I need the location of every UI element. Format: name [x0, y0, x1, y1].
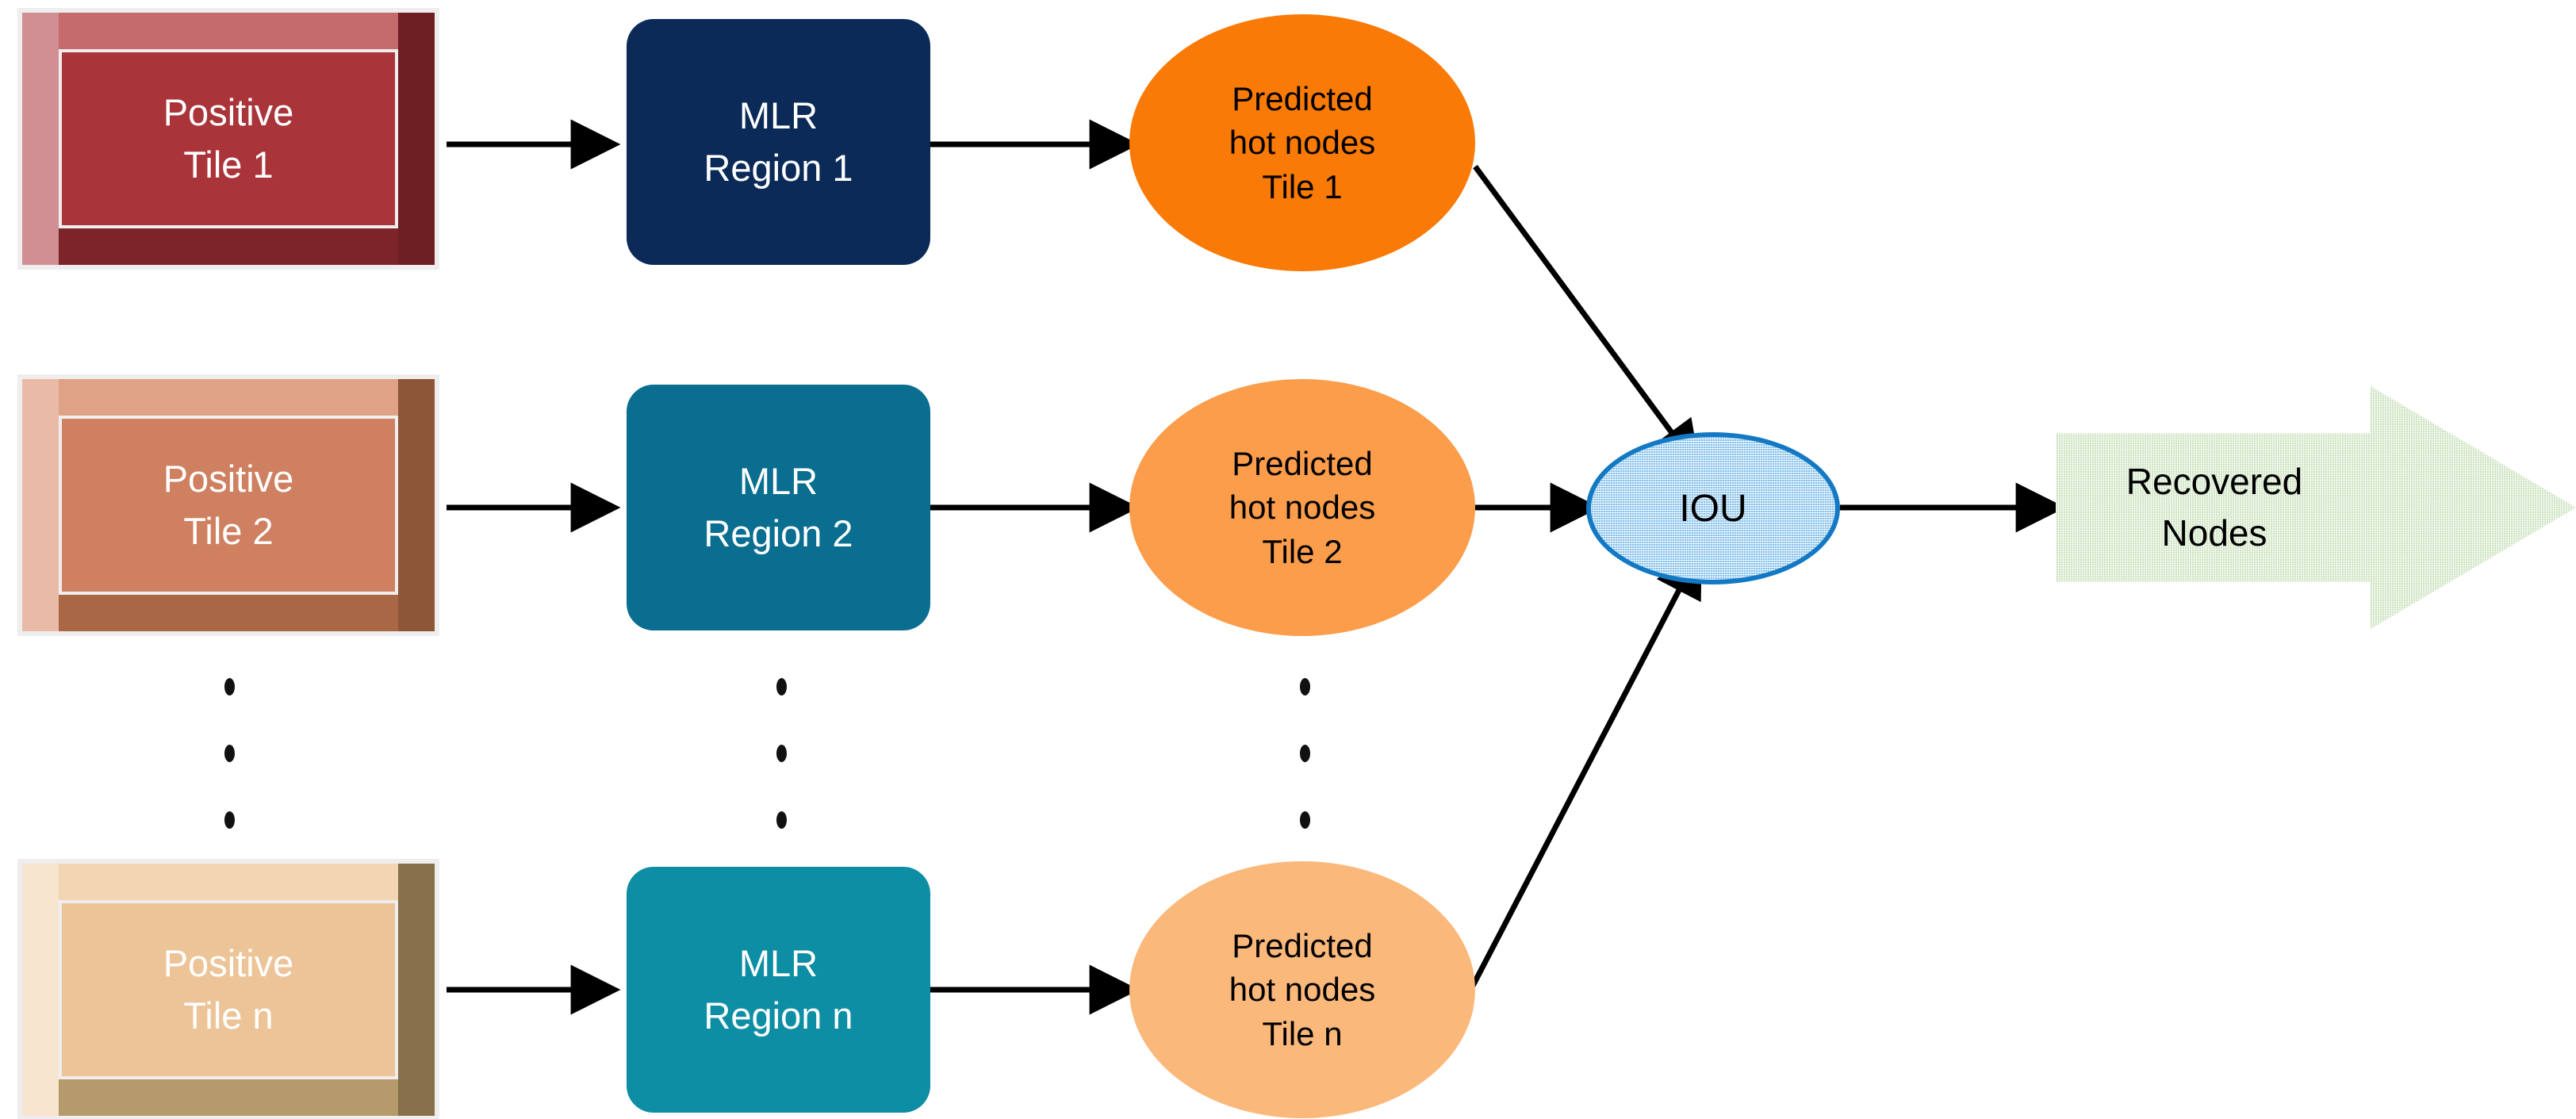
mlr-region-n[interactable]: MLR Region n: [627, 867, 930, 1113]
tile-1-label-line2: Tile 1: [183, 144, 274, 186]
tile-n-bevel-top: [22, 864, 435, 900]
tile-2-label-line2: Tile 2: [183, 510, 274, 552]
predicted-hot-nodes-tile-n[interactable]: Predicted hot nodes Tile n: [1129, 861, 1475, 1118]
ellipse-2-label-line3: Tile 2: [1262, 532, 1343, 570]
ellipsis-dot: [776, 678, 787, 696]
tile-2-bevel-right: [398, 379, 435, 631]
tile-1-bevel-bottom: [22, 228, 435, 265]
tile-n-bevel-right: [398, 864, 435, 1116]
tile-n-bevel-left: [22, 864, 59, 1116]
predicted-hot-nodes-tile-1[interactable]: Predicted hot nodes Tile 1: [1129, 14, 1475, 271]
mlr-n-label-line1: MLR: [738, 942, 818, 985]
ellipse-1-label-line1: Predicted: [1232, 79, 1373, 117]
tile-n-face: Positive Tile n: [62, 903, 395, 1076]
ellipse-1-label-line3: Tile 1: [1262, 167, 1343, 205]
ellipsis-dots-column-mlr: [771, 678, 792, 829]
tile-2-bevel-top: [22, 379, 435, 416]
ellipse-2-label-line2: hot nodes: [1229, 489, 1376, 527]
ellipse-2-label-line1: Predicted: [1232, 444, 1373, 482]
positive-tile-2[interactable]: Positive Tile 2: [17, 374, 439, 636]
tile-2-face: Positive Tile 2: [62, 419, 395, 592]
ellipsis-dot: [224, 745, 235, 762]
mlr-1-label-line2: Region 1: [703, 147, 853, 189]
tile-1-face: Positive Tile 1: [62, 52, 395, 225]
tile-1-bevel-top: [22, 13, 435, 49]
mlr-n-label-line2: Region n: [703, 994, 853, 1037]
tile-2-bevel: Positive Tile 2: [22, 379, 435, 631]
tile-n-bevel-bottom: [22, 1079, 435, 1116]
tile-1-bevel-left: [22, 13, 59, 265]
arrow-ellipsen-to-iou: [1469, 546, 1702, 989]
tile-1-bevel: Positive Tile 1: [22, 13, 435, 265]
tile-2-bevel-bottom: [22, 595, 435, 631]
mlr-region-1[interactable]: MLR Region 1: [627, 19, 930, 265]
tile-n-bevel: Positive Tile n: [22, 864, 435, 1116]
ellipsis-dot: [1299, 745, 1310, 762]
tile-2-label-line1: Positive: [163, 458, 294, 500]
ellipsis-dot: [776, 745, 787, 762]
ellipsis-dot: [224, 811, 235, 829]
positive-tile-n[interactable]: Positive Tile n: [17, 859, 439, 1119]
ellipse-n-label-line2: hot nodes: [1229, 971, 1376, 1009]
ellipsis-dot: [1299, 811, 1310, 829]
ellipsis-dot: [224, 678, 235, 696]
ellipse-n-label-line1: Predicted: [1232, 926, 1373, 964]
iou-node[interactable]: IOU: [1586, 432, 1840, 584]
ellipsis-dots-column-tiles: [219, 678, 240, 829]
predicted-hot-nodes-tile-2[interactable]: Predicted hot nodes Tile 2: [1129, 379, 1475, 636]
tile-n-label-line1: Positive: [163, 942, 294, 985]
ellipse-n-label-line3: Tile n: [1262, 1014, 1343, 1052]
tile-1-bevel-right: [398, 13, 435, 265]
tile-2-bevel-left: [22, 379, 59, 631]
ellipsis-dots-column-ellipses: [1294, 678, 1315, 829]
mlr-2-label-line1: MLR: [738, 460, 818, 503]
ellipsis-dot: [776, 811, 787, 829]
iou-label: IOU: [1679, 487, 1747, 530]
ellipse-1-label-line2: hot nodes: [1229, 124, 1376, 162]
tile-1-label-line1: Positive: [163, 91, 294, 134]
arrow-ellipse1-to-iou: [1473, 164, 1701, 473]
tile-n-label-line2: Tile n: [183, 994, 274, 1037]
ellipsis-dot: [1299, 678, 1310, 696]
mlr-1-label-line1: MLR: [738, 94, 818, 137]
mlr-2-label-line2: Region 2: [703, 512, 853, 554]
positive-tile-1[interactable]: Positive Tile 1: [17, 8, 439, 270]
mlr-region-2[interactable]: MLR Region 2: [627, 385, 930, 630]
